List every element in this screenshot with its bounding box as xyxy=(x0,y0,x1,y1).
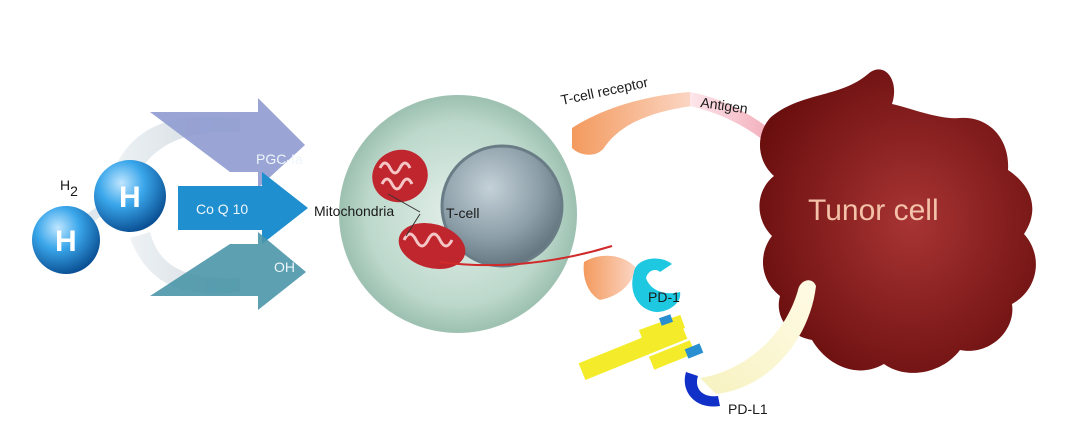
antibody xyxy=(578,314,704,380)
pd1-stalk xyxy=(583,255,636,300)
oh-arrow xyxy=(150,232,306,310)
mitochondrion-upper xyxy=(372,149,428,203)
coq10-label: Co Q 10 xyxy=(196,201,248,217)
h-atom-top xyxy=(94,160,166,232)
antigen xyxy=(690,92,776,144)
tumor-label: Tunor cell xyxy=(808,194,939,227)
pdl1-stalk xyxy=(700,280,816,394)
h-atom-bottom-label: H xyxy=(55,225,77,258)
antigen-label: Antigen xyxy=(700,94,749,116)
tcell-receptor xyxy=(572,92,692,155)
pd1 xyxy=(632,258,681,312)
signal-line xyxy=(439,245,613,267)
mitochondria-label: Mitochondria xyxy=(314,203,394,219)
pdl1 xyxy=(684,372,720,407)
tcell-label: T-cell xyxy=(446,205,479,221)
h2-label: H2 xyxy=(60,177,78,199)
tumor-cell xyxy=(759,69,1036,373)
pgc-label: PGC-Ia xyxy=(256,151,303,167)
h-atom-top-label: H xyxy=(119,181,141,214)
coq10-arrow xyxy=(178,172,308,244)
pdl1-label: PD-L1 xyxy=(728,401,768,417)
upper-swoosh xyxy=(110,116,240,190)
mitochondrion-lower xyxy=(398,222,466,270)
h-atom-bottom xyxy=(32,206,100,274)
mito-pointer xyxy=(387,193,421,237)
oh-label: OH xyxy=(274,259,295,275)
pgc-arrow xyxy=(150,98,305,188)
pd1-label: PD-1 xyxy=(648,289,680,305)
